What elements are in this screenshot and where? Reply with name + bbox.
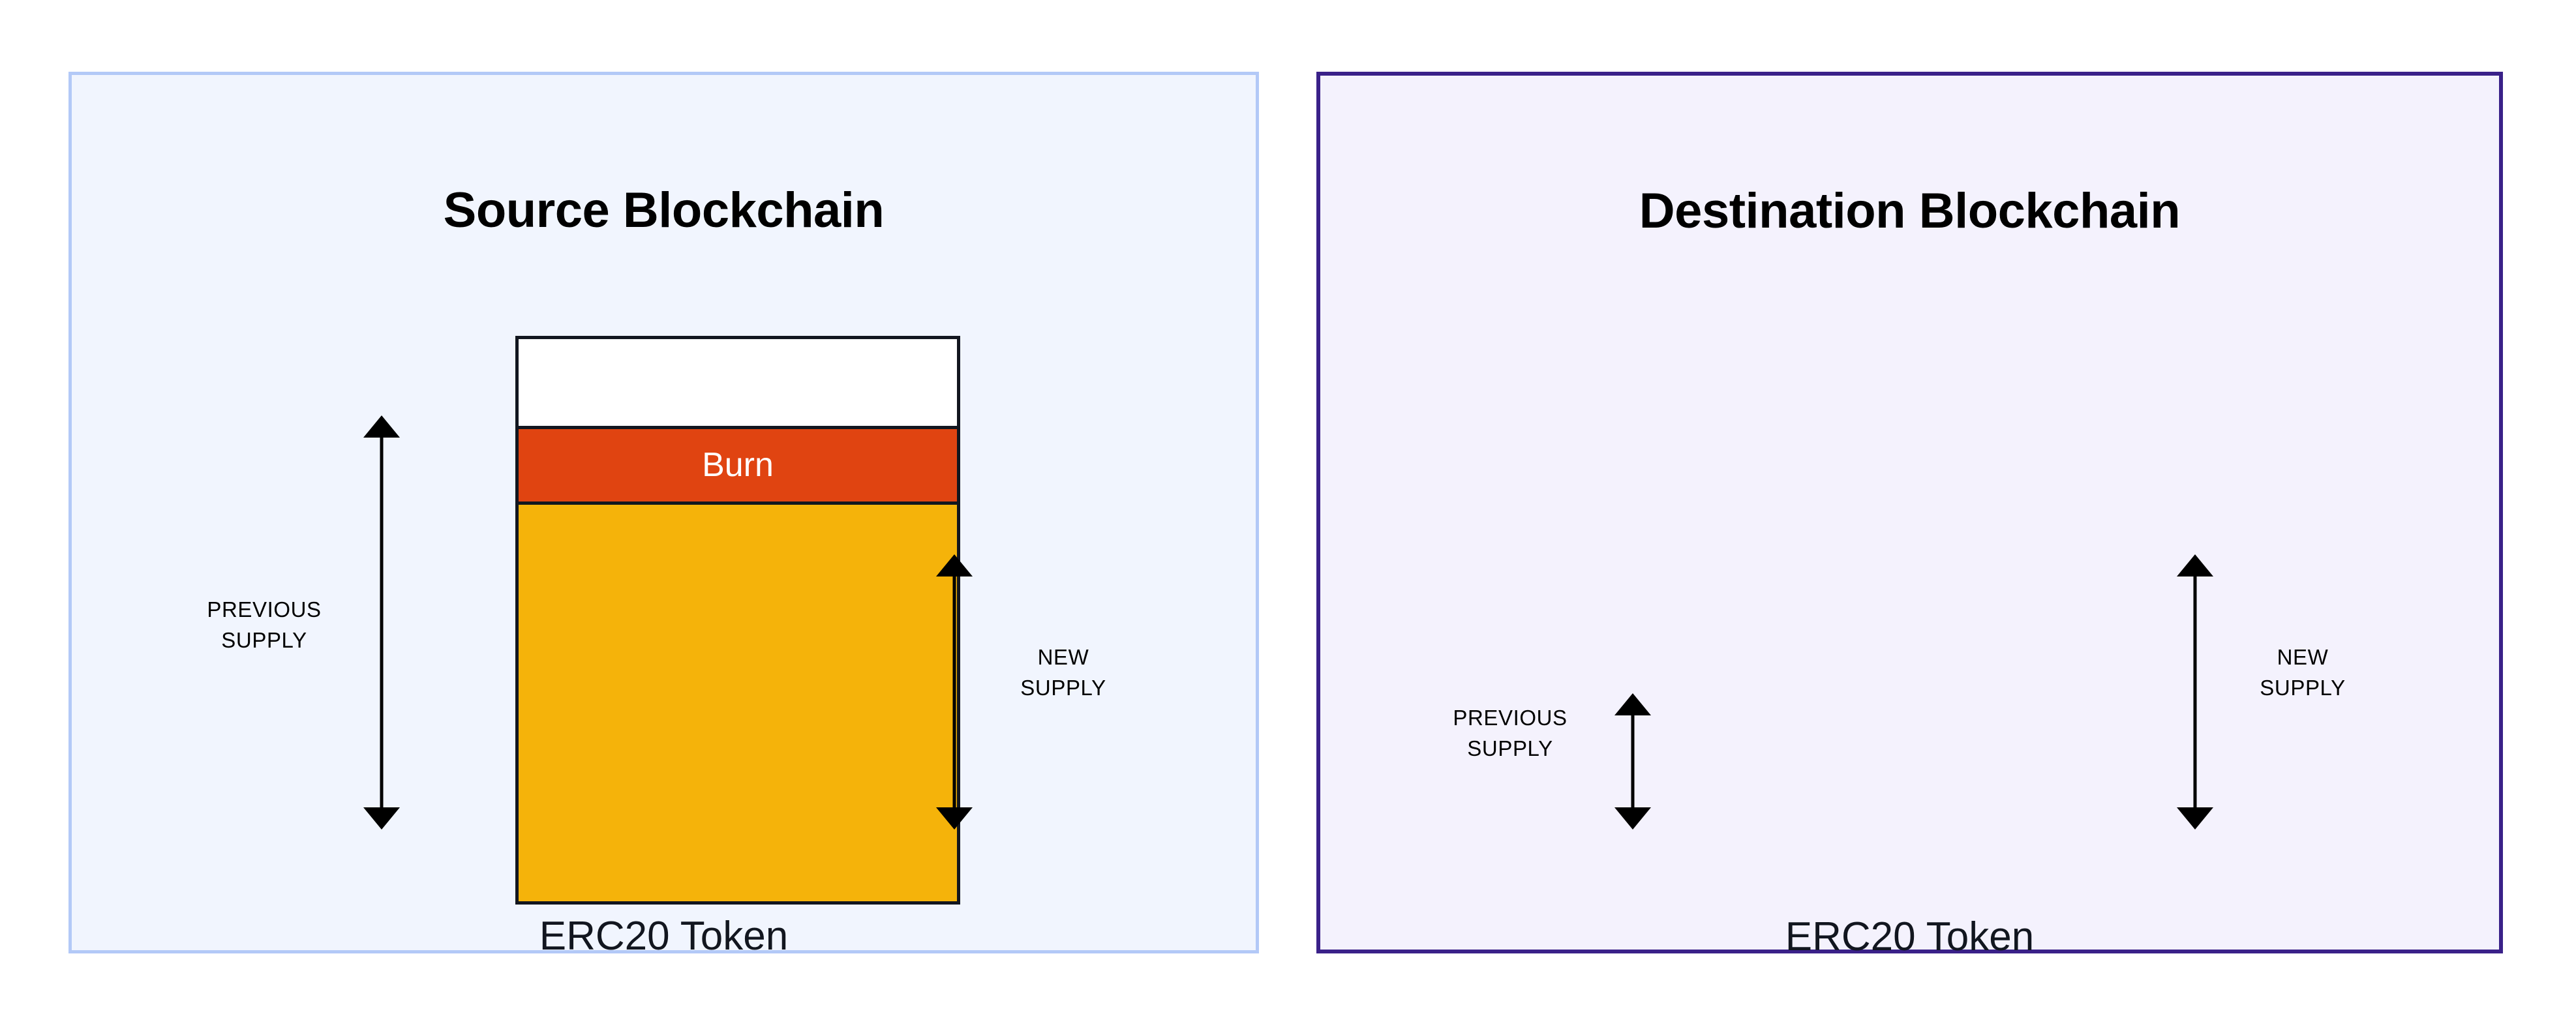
source-bar-segment-headroom xyxy=(519,339,957,426)
arrow-shaft xyxy=(952,571,956,813)
arrow-shaft xyxy=(1631,710,1635,813)
destination-panel-title: Destination Blockchain xyxy=(1639,183,2181,239)
arrow-head-down-icon xyxy=(936,807,973,830)
destination-new-supply-label: NEW SUPPLY xyxy=(2260,645,2346,700)
source-bar-segment-remaining xyxy=(519,504,957,901)
arrow-head-down-icon xyxy=(363,807,400,830)
source-supply-bar: Burn xyxy=(515,336,960,905)
source-panel-title: Source Blockchain xyxy=(443,183,885,238)
source-previous-supply-arrow xyxy=(363,415,400,830)
source-new-supply-label: NEW SUPPLY xyxy=(1020,645,1106,700)
source-token-caption: ERC20 Token xyxy=(539,914,789,959)
source-blockchain-panel: Source Blockchain Burn ERC20 Token xyxy=(68,72,1259,957)
arrow-head-down-icon xyxy=(2177,807,2213,830)
source-previous-supply-label: PREVIOUS SUPPLY xyxy=(207,597,322,652)
source-new-supply-arrow xyxy=(936,554,973,830)
arrow-head-down-icon xyxy=(1614,807,1651,830)
destination-previous-supply-arrow xyxy=(1614,693,1651,830)
destination-token-caption: ERC20 Token xyxy=(1785,914,2035,959)
source-bar-segment-burn: Burn xyxy=(519,425,957,505)
arrow-shaft xyxy=(380,432,384,813)
destination-new-supply-arrow xyxy=(2177,554,2213,830)
arrow-shaft xyxy=(2193,571,2197,813)
destination-blockchain-panel: Destination Blockchain Mint ERC20 Token xyxy=(1316,72,2503,957)
destination-previous-supply-label: PREVIOUS SUPPLY xyxy=(1453,706,1568,760)
